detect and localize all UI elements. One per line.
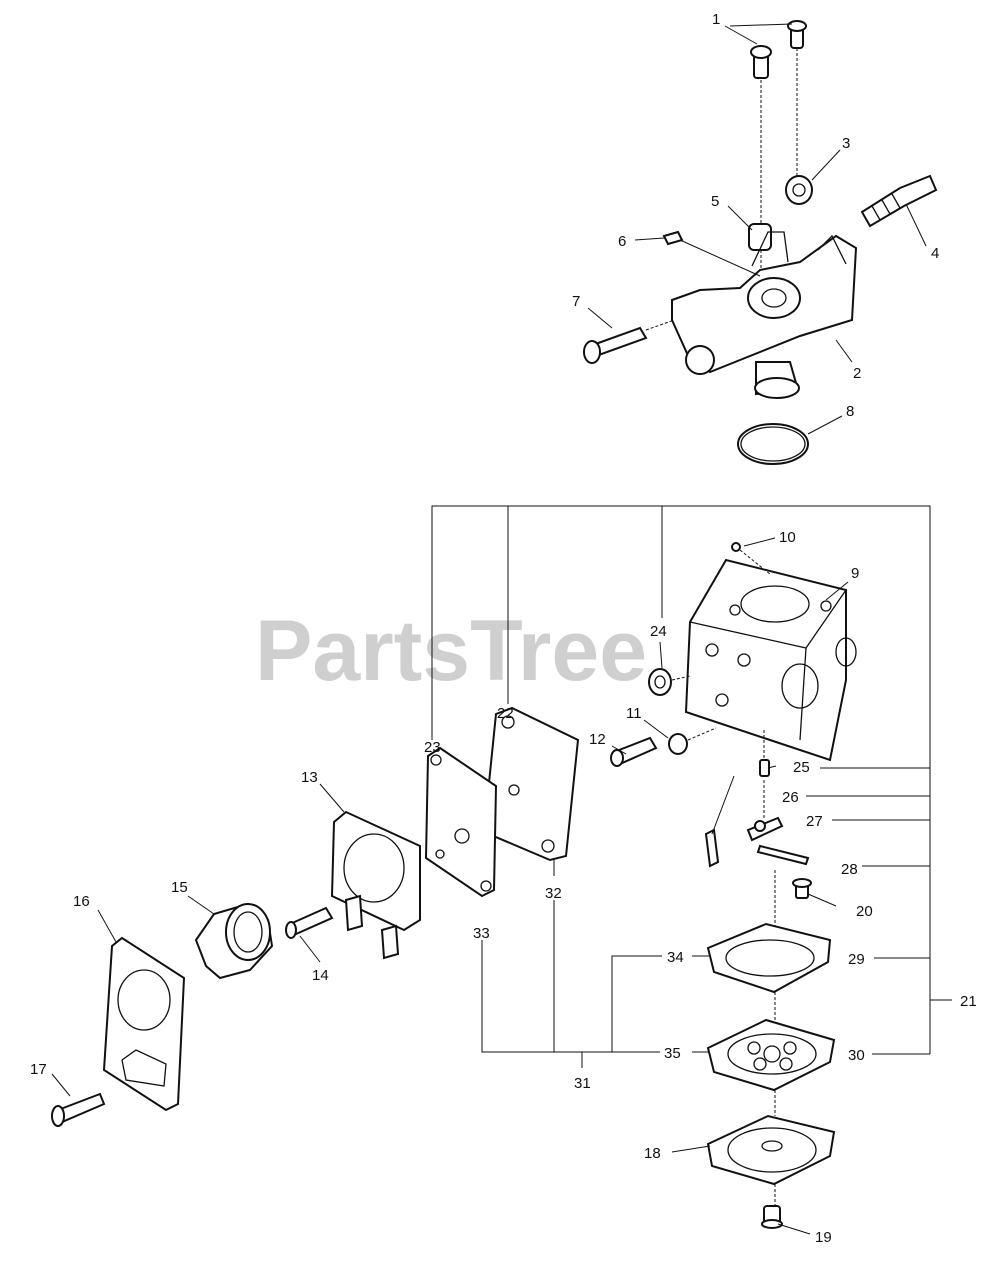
callout-13: 13 — [301, 769, 318, 786]
callout-4: 4 — [931, 245, 939, 262]
callout-28: 28 — [841, 861, 858, 878]
part-30-diaphragm — [706, 1018, 836, 1092]
callout-20: 20 — [856, 903, 873, 920]
part-5-collar — [748, 223, 772, 251]
part-13-pump-body — [330, 810, 421, 960]
callout-2: 2 — [853, 365, 861, 382]
part-6-clip — [662, 230, 684, 246]
callout-32: 32 — [545, 885, 562, 902]
part-11-nut — [668, 727, 717, 755]
callout-30: 30 — [848, 1047, 865, 1064]
callout-18: 18 — [644, 1145, 661, 1162]
callout-31: 31 — [574, 1075, 591, 1092]
callout-11: 11 — [626, 705, 642, 722]
callout-22: 22 — [497, 705, 514, 722]
callout-10: 10 — [779, 529, 796, 546]
callout-17: 17 — [30, 1061, 47, 1078]
callout-6: 6 — [618, 233, 626, 250]
assembly-bracket-lines — [429, 505, 952, 1068]
part-4-fitting — [860, 174, 938, 228]
part-28-pin — [756, 844, 810, 866]
lower-leader-lines — [51, 537, 849, 1235]
callout-25: 25 — [793, 759, 810, 776]
callout-8: 8 — [846, 403, 854, 420]
callout-3: 3 — [842, 135, 850, 152]
part-8-o-ring — [737, 423, 809, 465]
part-3-washer — [785, 175, 813, 205]
callout-29: 29 — [848, 951, 865, 968]
part-26-27-lever — [704, 780, 784, 868]
callout-15: 15 — [171, 879, 188, 896]
callout-35: 35 — [664, 1045, 681, 1062]
part-17-screw — [51, 1092, 106, 1127]
part-14-screw — [285, 906, 334, 939]
callout-14: 14 — [312, 967, 329, 984]
part-20-screw — [792, 878, 812, 899]
part-24-plug — [648, 668, 691, 696]
part-22-gasket — [482, 706, 580, 862]
callout-21: 21 — [960, 993, 977, 1010]
callout-23: 23 — [424, 739, 441, 756]
callout-19: 19 — [815, 1229, 832, 1246]
part-9-carburetor-body — [684, 558, 857, 762]
callout-5: 5 — [711, 193, 719, 210]
part-29-gasket — [706, 922, 832, 994]
part-2-intake-body — [671, 231, 858, 399]
part-7-screw — [583, 317, 681, 364]
part-10-ball — [731, 542, 771, 575]
part-16-flange — [102, 936, 186, 1112]
callout-7: 7 — [572, 293, 580, 310]
callout-labels: 1 2 3 4 5 6 7 8 9 10 11 12 13 14 15 16 1… — [30, 11, 977, 1246]
callout-12: 12 — [589, 731, 606, 748]
part-25-screw — [759, 730, 770, 777]
part-19-screw — [761, 1205, 783, 1229]
callout-27: 27 — [806, 813, 823, 830]
part-23-pump-plate — [424, 746, 498, 898]
callout-1: 1 — [712, 11, 720, 28]
part-12-needle — [610, 736, 658, 767]
callout-9: 9 — [851, 565, 859, 582]
callout-26: 26 — [782, 789, 799, 806]
part-15-primer-bulb — [194, 902, 274, 980]
watermark: PartsTree — [255, 603, 647, 699]
callout-33: 33 — [473, 925, 490, 942]
callout-34: 34 — [667, 949, 684, 966]
part-18-cover — [706, 1114, 836, 1186]
part-1-screws — [750, 20, 807, 300]
callout-24: 24 — [650, 623, 667, 640]
callout-16: 16 — [73, 893, 90, 910]
upper-leader-lines — [587, 23, 927, 435]
